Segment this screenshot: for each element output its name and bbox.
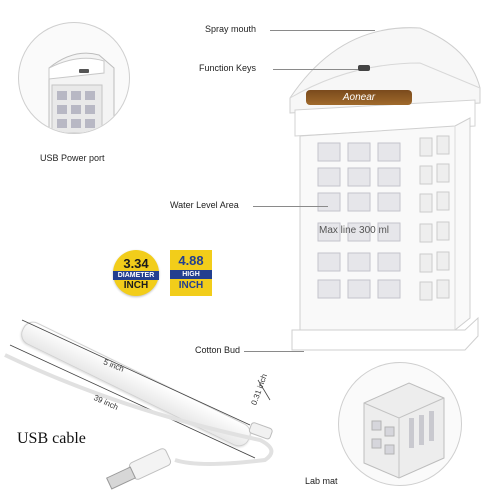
spray-mouth-leader: [270, 30, 375, 31]
max-line-label: Max line 300 ml: [319, 225, 390, 236]
usb-cable-label: USB cable: [17, 430, 86, 447]
spray-mouth-label: Spray mouth: [205, 24, 257, 34]
usb-power-port-label: USB Power port: [40, 153, 105, 163]
cotton-bud-leader: [244, 351, 304, 352]
diameter-value: 3.34: [123, 256, 149, 271]
height-badge: 4.88 HIGH INCH: [170, 250, 212, 296]
usb-port-illustration: [48, 52, 115, 133]
water-level-leader: [253, 206, 328, 207]
height-value: 4.88: [178, 253, 204, 268]
function-keys-leader: [273, 69, 358, 70]
lab-mat-label: Lab mat: [305, 476, 338, 486]
lab-mat-inset: [338, 362, 462, 486]
water-level-label: Water Level Area: [170, 200, 239, 210]
diameter-unit: INCH: [123, 280, 149, 291]
function-keys-label: Function Keys: [199, 63, 257, 73]
height-band: HIGH: [170, 270, 212, 279]
usb-port-inset: [18, 22, 130, 134]
diameter-badge: 3.34 DIAMETER INCH: [113, 250, 159, 296]
diameter-band: DIAMETER: [113, 271, 159, 280]
lab-mat-illustration: [363, 382, 445, 479]
dimension-lines: [4, 319, 274, 490]
height-unit: INCH: [178, 280, 204, 291]
brand-plate: Aonear: [306, 90, 412, 105]
cotton-bud-label: Cotton Bud: [195, 345, 241, 355]
